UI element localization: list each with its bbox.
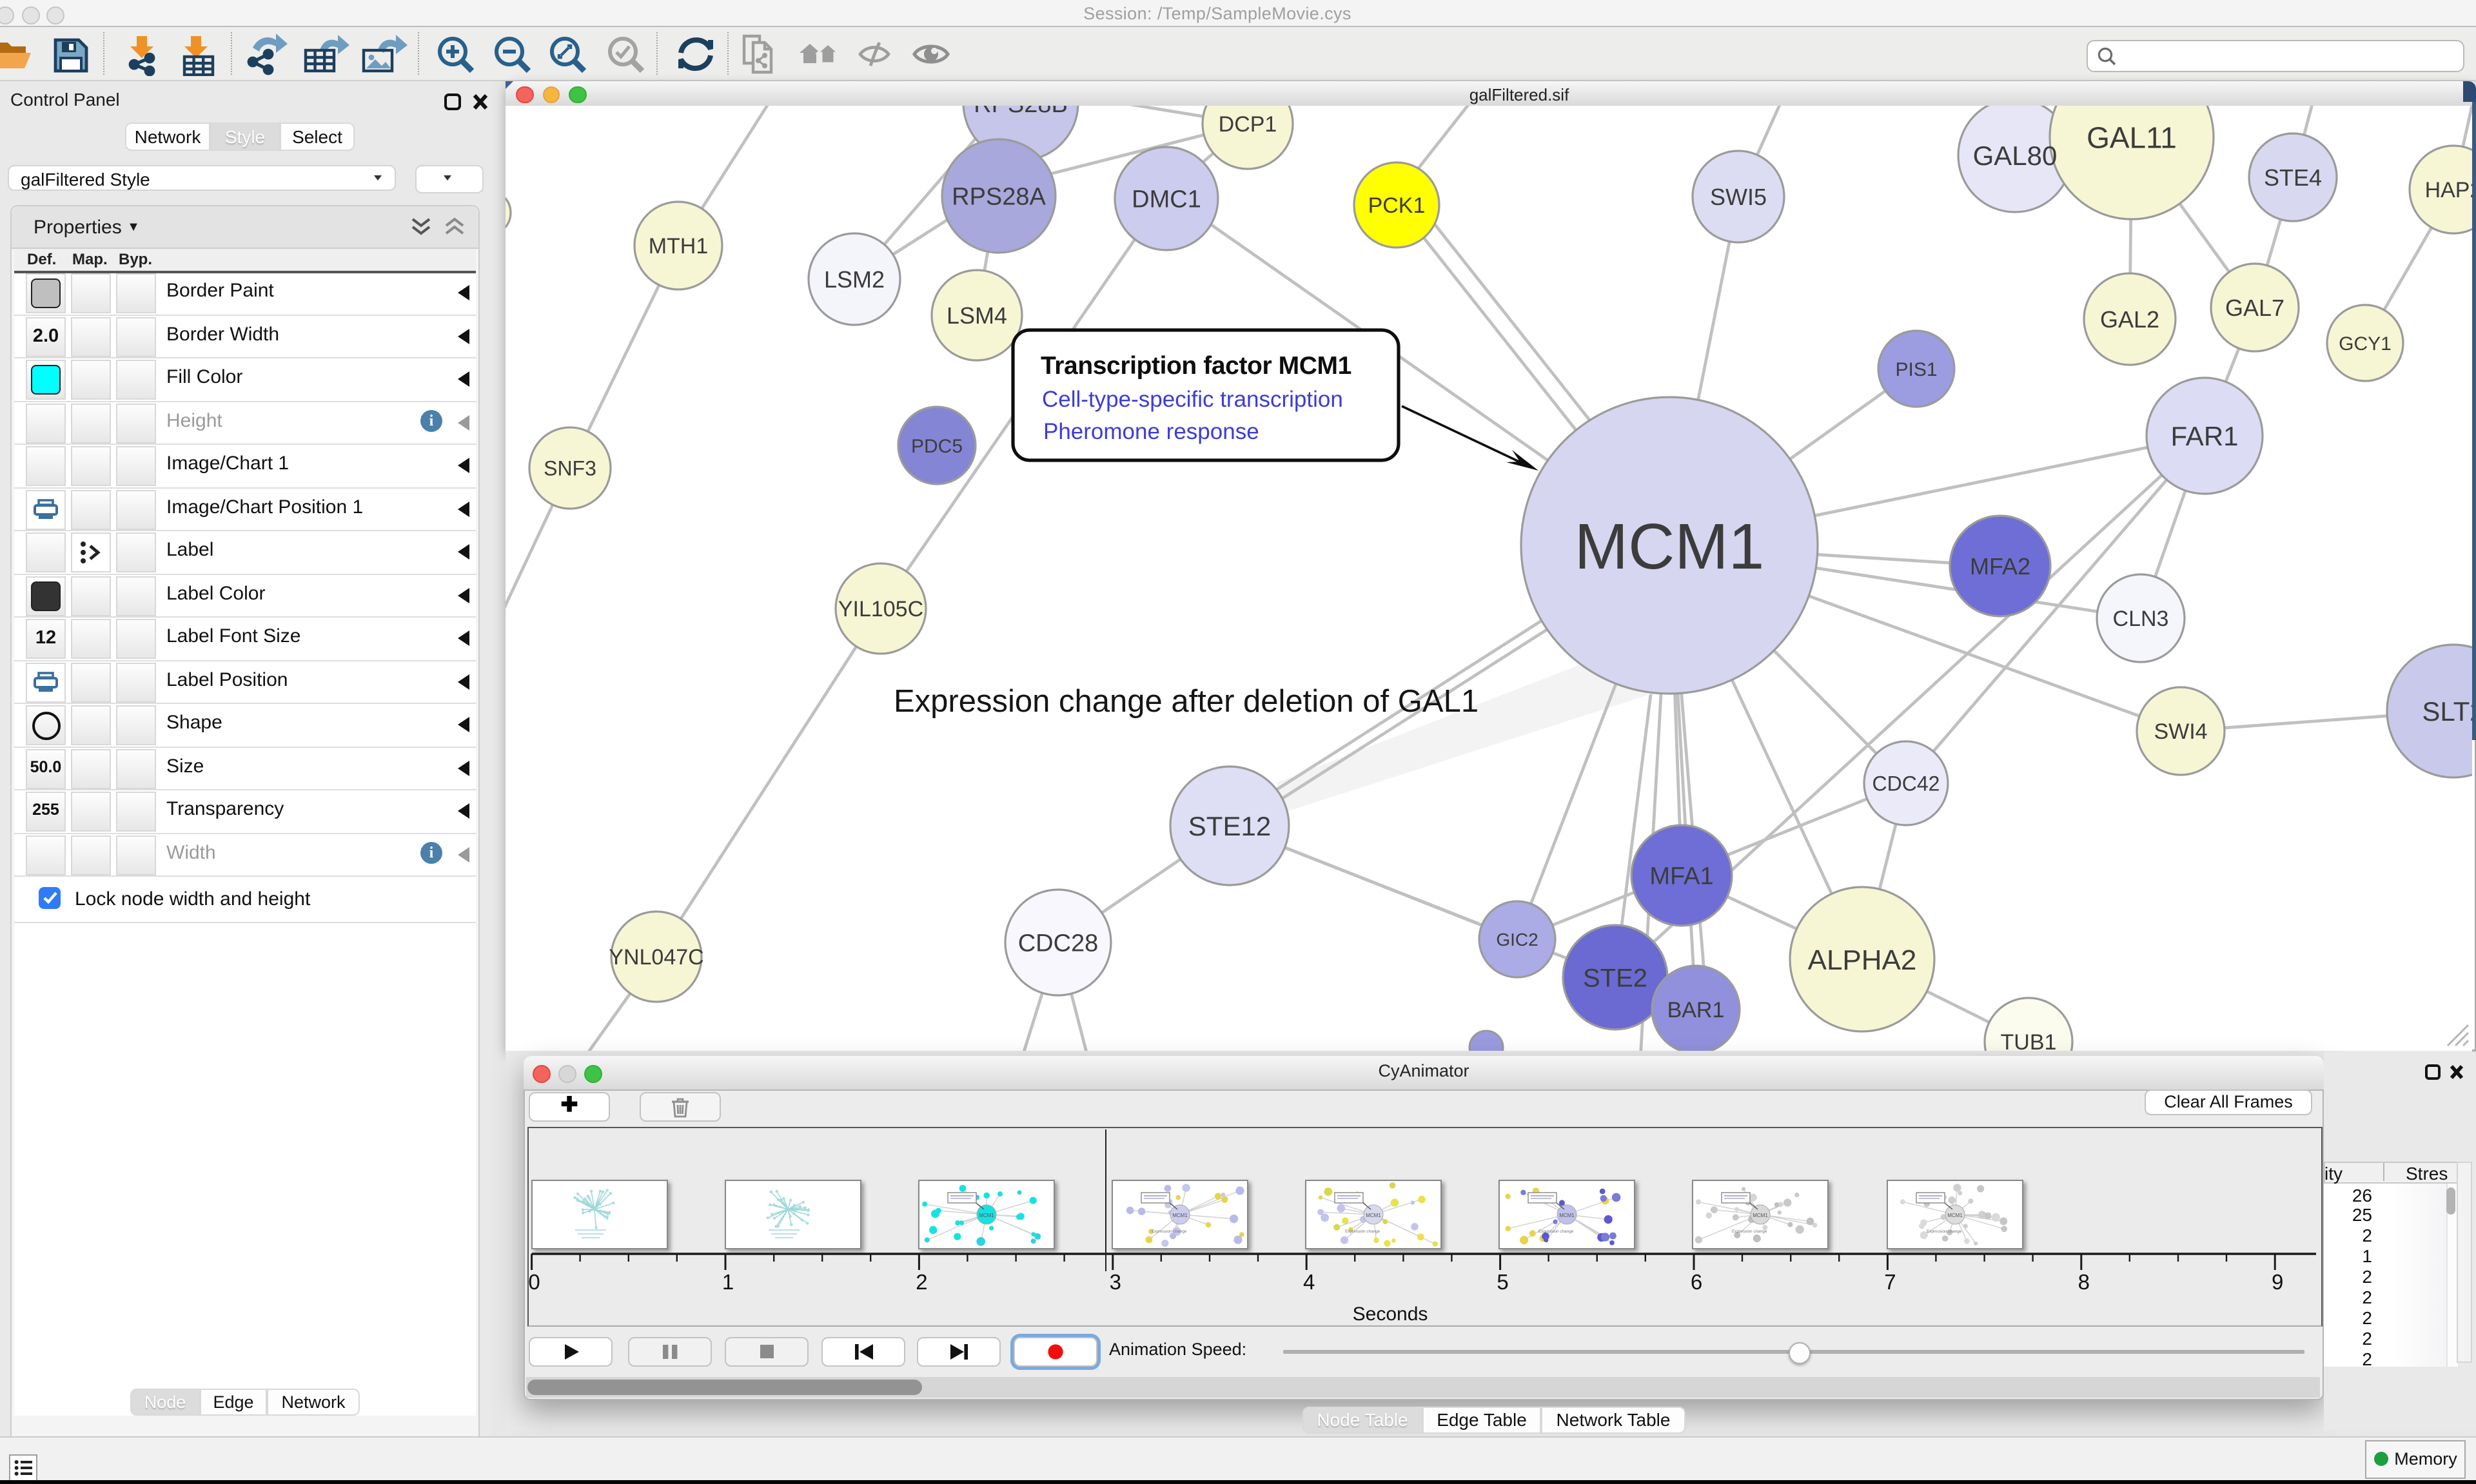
svg-text:HAP2: HAP2: [2425, 178, 2471, 202]
svg-text:GAL2: GAL2: [2100, 306, 2159, 333]
svg-text:Expression change: Expression change: [1345, 1229, 1380, 1234]
svg-text:STE2: STE2: [1583, 964, 1647, 992]
svg-text:DCP1: DCP1: [1219, 112, 1277, 137]
svg-text:MCM1: MCM1: [1559, 1213, 1575, 1218]
svg-text:Cell-type-specific transcripti: Cell-type-specific transcription: [1042, 387, 1343, 412]
svg-text:BAR1: BAR1: [1667, 998, 1725, 1022]
svg-text:MCM1: MCM1: [979, 1213, 994, 1218]
svg-text:STE4: STE4: [2264, 164, 2322, 191]
svg-text:MCM1: MCM1: [1947, 1213, 1963, 1218]
svg-text:PIS1: PIS1: [1895, 359, 1937, 380]
svg-text:7: 7: [1884, 1270, 1896, 1294]
svg-text:CDC28: CDC28: [1018, 930, 1099, 957]
svg-text:FAR1: FAR1: [2170, 421, 2238, 451]
svg-text:GAL11: GAL11: [2087, 121, 2177, 155]
svg-text:TUB1: TUB1: [2001, 1030, 2057, 1051]
svg-text:CDC42: CDC42: [1872, 772, 1940, 796]
svg-text:6: 6: [1691, 1270, 1702, 1294]
svg-text:9: 9: [2272, 1270, 2283, 1294]
svg-text:LSM2: LSM2: [824, 266, 885, 293]
svg-text:Seconds: Seconds: [1353, 1303, 1428, 1323]
svg-text:Pheromone response: Pheromone response: [1043, 419, 1259, 444]
svg-text:SNF3: SNF3: [544, 457, 596, 480]
svg-text:2: 2: [916, 1270, 927, 1294]
svg-text:5: 5: [1497, 1270, 1508, 1294]
svg-text:MFA1: MFA1: [1649, 863, 1713, 890]
svg-text:STE12: STE12: [1188, 811, 1271, 841]
svg-text:0: 0: [529, 1270, 540, 1294]
svg-text:SWI5: SWI5: [1710, 184, 1767, 210]
svg-text:1: 1: [722, 1270, 734, 1294]
svg-text:Expression change: Expression change: [1152, 1229, 1187, 1234]
svg-text:PCK1: PCK1: [1368, 193, 1426, 218]
svg-text:3: 3: [1110, 1270, 1121, 1294]
svg-text:Expression change: Expression change: [1732, 1229, 1767, 1234]
svg-text:MFA2: MFA2: [1970, 553, 2030, 580]
svg-text:4: 4: [1303, 1270, 1315, 1294]
svg-text:Transcription factor MCM1: Transcription factor MCM1: [1041, 352, 1351, 380]
svg-text:CLN3: CLN3: [2113, 607, 2169, 631]
svg-text:DMC1: DMC1: [1132, 186, 1201, 213]
svg-text:MCM1: MCM1: [1753, 1213, 1768, 1218]
svg-text:RPS28A: RPS28A: [952, 184, 1046, 211]
svg-text:ALPHA2: ALPHA2: [1808, 944, 1917, 976]
svg-text:MCM1: MCM1: [1366, 1213, 1381, 1218]
svg-text:Expression change after deleti: Expression change after deletion of GAL1: [894, 684, 1479, 719]
svg-text:LSM4: LSM4: [947, 302, 1007, 329]
svg-text:Expression change: Expression change: [1538, 1229, 1574, 1234]
svg-text:YNL047C: YNL047C: [609, 945, 703, 970]
svg-text:GAL7: GAL7: [2225, 295, 2284, 321]
svg-text:MTH1: MTH1: [649, 234, 709, 259]
svg-text:YIL105C: YIL105C: [838, 597, 923, 621]
svg-text:SLT2: SLT2: [2422, 696, 2471, 727]
svg-text:GIC2: GIC2: [1496, 930, 1538, 950]
svg-text:MCM1: MCM1: [1172, 1213, 1188, 1218]
svg-text:GCY1: GCY1: [2339, 333, 2392, 355]
svg-text:SWI4: SWI4: [2154, 719, 2207, 744]
svg-text:8: 8: [2078, 1270, 2090, 1294]
svg-text:PDC5: PDC5: [911, 436, 963, 457]
svg-text:GAL80: GAL80: [1973, 141, 2058, 171]
svg-text:Expression change: Expression change: [1927, 1229, 1962, 1234]
svg-text:MCM1: MCM1: [1575, 511, 1764, 583]
svg-text:RPS28B: RPS28B: [974, 106, 1068, 118]
